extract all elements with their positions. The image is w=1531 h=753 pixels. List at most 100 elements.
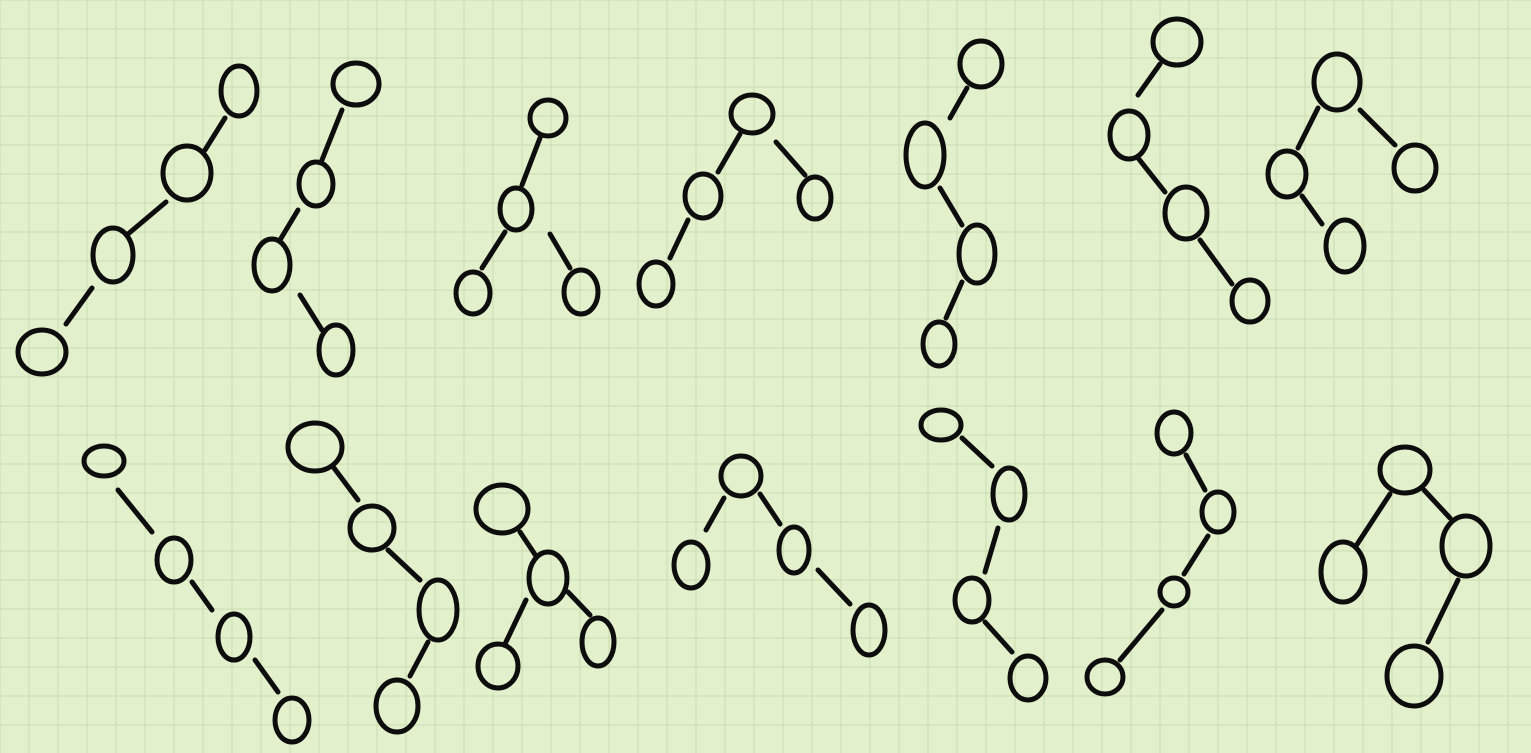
tree-edge — [947, 85, 970, 121]
tree-edge — [773, 139, 808, 178]
tree-edge — [1117, 607, 1165, 663]
tree-node — [497, 185, 535, 233]
tree-node — [272, 695, 312, 745]
tree-edge — [1357, 107, 1398, 148]
tree-edge — [982, 619, 1015, 655]
tree-node — [903, 120, 947, 190]
tree-node — [1107, 108, 1151, 162]
tree-edge — [1353, 491, 1393, 549]
tree-node — [682, 171, 724, 221]
tree-edge — [815, 567, 853, 607]
tree-edge — [502, 597, 529, 647]
tree-edge — [565, 589, 593, 618]
tree-edge — [757, 491, 783, 527]
tree-node — [1154, 409, 1194, 457]
tree-edge — [297, 292, 325, 333]
tree-6 — [1107, 16, 1271, 325]
tree-edge — [277, 207, 301, 243]
tree-node — [1150, 16, 1204, 68]
tree-node — [475, 641, 521, 691]
tree-node — [1157, 575, 1191, 609]
tree-edge — [252, 657, 281, 695]
tree-edge — [667, 217, 691, 261]
tree-edge — [703, 495, 727, 533]
tree-node — [285, 420, 345, 474]
tree-node — [15, 327, 69, 377]
tree-7 — [1265, 51, 1439, 275]
tree-node — [347, 503, 397, 553]
tree-node — [527, 97, 569, 139]
tree-node — [90, 225, 136, 285]
tree-node — [850, 602, 888, 658]
tree-node — [918, 407, 964, 443]
tree-node — [718, 453, 764, 499]
tree-edge — [385, 547, 423, 583]
tree-edge — [115, 487, 155, 535]
tree-node — [81, 443, 127, 479]
tree-edge — [517, 529, 539, 559]
tree-edge — [1299, 193, 1325, 227]
tree-edge — [1135, 61, 1163, 98]
tree-node — [1229, 277, 1271, 325]
tree-node — [561, 267, 601, 317]
tree-edge — [547, 231, 573, 271]
tree-edge — [125, 199, 169, 237]
tree-node — [526, 549, 570, 607]
tree-node — [160, 143, 214, 203]
tree-node — [1439, 513, 1493, 579]
tree-node — [579, 615, 617, 669]
tree-node — [1199, 489, 1237, 535]
tree-node — [218, 63, 260, 119]
tree-node — [671, 539, 711, 591]
tree-edge — [1425, 577, 1461, 645]
tree-node — [1162, 184, 1210, 242]
tree-node — [796, 174, 834, 222]
tree-node — [990, 465, 1028, 523]
tree-node — [1391, 142, 1439, 194]
tree-edge — [189, 579, 215, 613]
tree-11 — [671, 453, 888, 658]
tree-edge — [1421, 487, 1453, 521]
tree-edge — [1197, 237, 1235, 287]
tree-node — [1311, 51, 1363, 113]
tree-5 — [903, 38, 1005, 369]
tree-edge — [63, 285, 95, 327]
tree-node — [473, 482, 531, 536]
tree-edge — [982, 525, 1001, 575]
tree-node — [154, 535, 194, 585]
tree-node — [920, 319, 958, 369]
tree-edge — [407, 639, 431, 679]
tree-node — [416, 577, 460, 643]
tree-edge — [1181, 533, 1211, 577]
tree-edge — [1295, 105, 1321, 151]
tree-12 — [918, 407, 1049, 703]
tree-10 — [473, 482, 617, 691]
tree-edge — [715, 131, 743, 175]
tree-1 — [15, 63, 260, 377]
tree-edge — [937, 185, 965, 228]
tree-node — [1384, 643, 1444, 709]
tree-node — [453, 269, 493, 317]
tree-edge — [1183, 452, 1208, 493]
tree-9 — [285, 420, 460, 735]
tree-node — [296, 159, 336, 209]
tree-node — [728, 92, 776, 136]
tree-node — [956, 222, 998, 286]
tree-8 — [81, 443, 312, 745]
tree-node — [251, 236, 293, 294]
tree-4 — [636, 92, 834, 309]
tree-node — [1265, 148, 1309, 200]
tree-edge — [519, 135, 543, 188]
tree-3 — [453, 97, 601, 317]
tree-node — [776, 524, 812, 576]
tree-node — [215, 611, 253, 663]
tree-edge — [479, 229, 508, 271]
tree-node — [1318, 539, 1368, 605]
tree-2 — [251, 60, 382, 378]
tree-edge — [959, 435, 995, 469]
tree-edge — [319, 107, 345, 163]
tree-node — [1007, 653, 1049, 703]
tree-node — [316, 322, 356, 378]
